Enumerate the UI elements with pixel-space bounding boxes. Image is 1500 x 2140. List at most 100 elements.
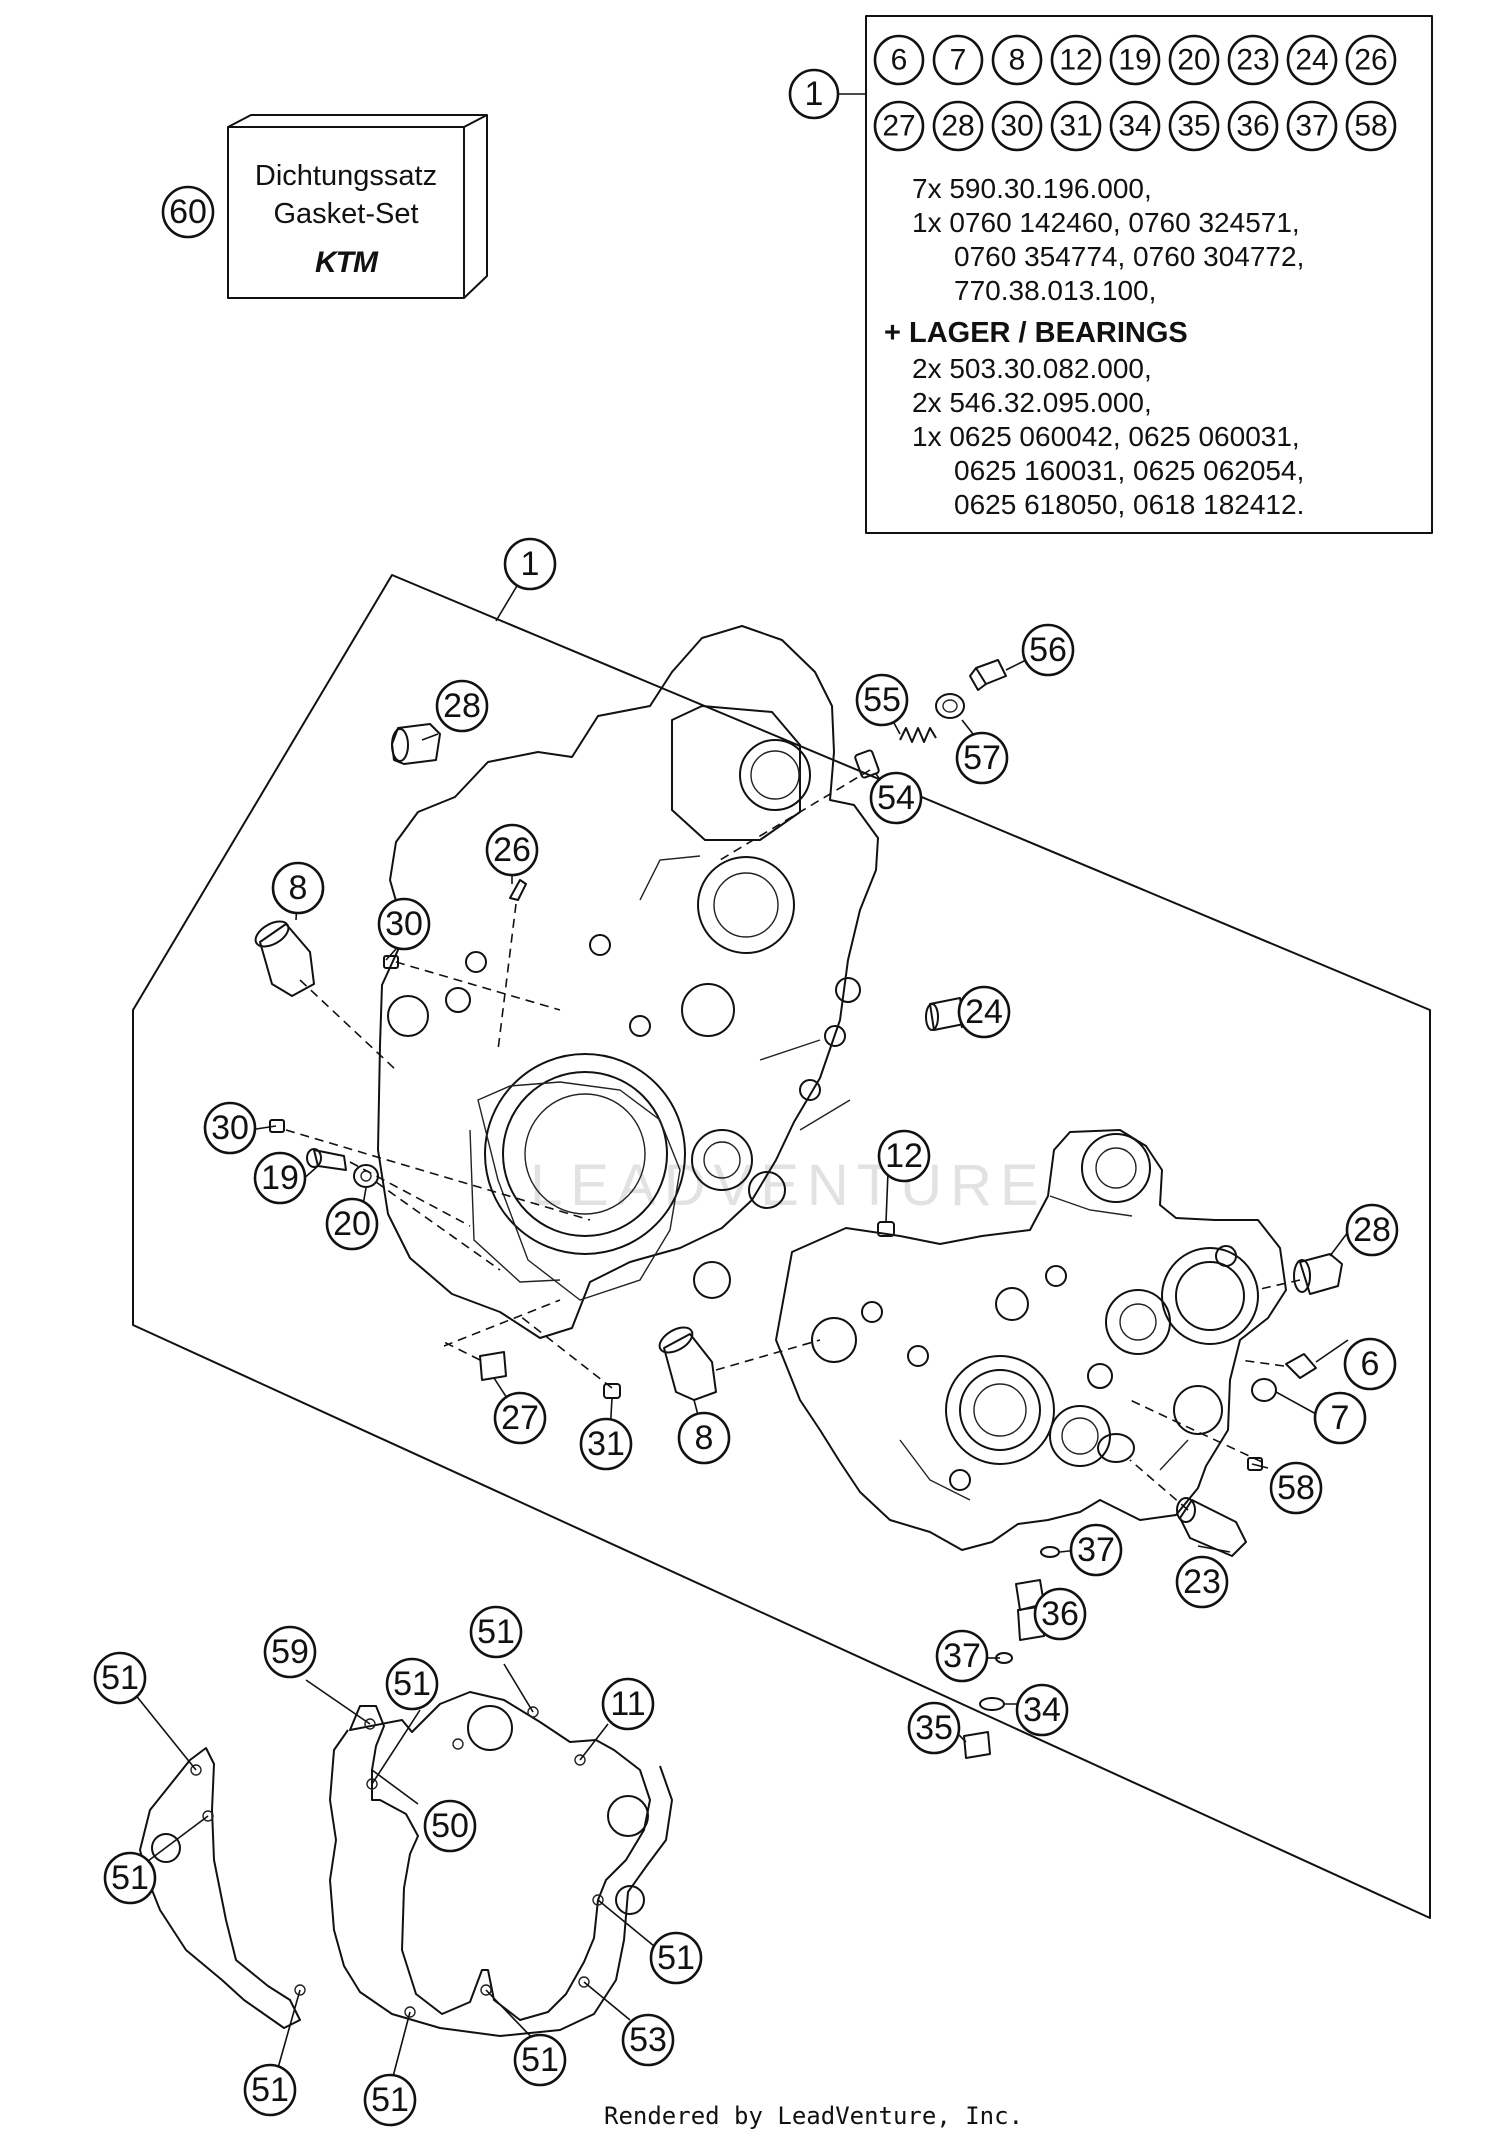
callout-8-7[interactable]: 8: [271, 861, 325, 915]
svg-text:34: 34: [1023, 1691, 1061, 1729]
callout-27-17[interactable]: 27: [493, 1391, 547, 1445]
svg-text:55: 55: [863, 681, 901, 719]
small-parts: [254, 659, 1343, 1759]
gasket-box-line1: Dichtungssatz: [255, 160, 437, 192]
callout-36-23[interactable]: 36: [1033, 1587, 1087, 1641]
left-crankcase-half: [377, 625, 879, 1339]
svg-text:51: 51: [393, 1665, 431, 1703]
svg-text:27: 27: [501, 1399, 539, 1437]
callout-51-37[interactable]: 51: [243, 2063, 297, 2117]
callout-50-32[interactable]: 50: [423, 1799, 477, 1853]
callout-59-28[interactable]: 59: [263, 1625, 317, 1679]
kit-ref-34[interactable]: 34: [1109, 100, 1161, 152]
callout-51-33[interactable]: 51: [103, 1851, 157, 1905]
callout-51-30[interactable]: 51: [469, 1605, 523, 1659]
svg-text:12: 12: [1059, 44, 1092, 77]
svg-text:60: 60: [169, 193, 207, 231]
kit-ref-58[interactable]: 58: [1345, 100, 1397, 152]
svg-text:24: 24: [1295, 44, 1328, 77]
kit-ref-23[interactable]: 23: [1227, 34, 1279, 86]
svg-text:37: 37: [1077, 1531, 1115, 1569]
callout-24-9[interactable]: 24: [957, 985, 1011, 1039]
callout-58-20[interactable]: 58: [1269, 1461, 1323, 1515]
callout-53-35[interactable]: 53: [621, 2013, 675, 2067]
callout-35-26[interactable]: 35: [907, 1701, 961, 1755]
callout-8-19[interactable]: 8: [677, 1411, 731, 1465]
kit-ref-20[interactable]: 20: [1168, 34, 1220, 86]
callout-37-21[interactable]: 37: [1069, 1523, 1123, 1577]
kit-ref-12[interactable]: 12: [1050, 34, 1102, 86]
callout-23-22[interactable]: 23: [1175, 1555, 1229, 1609]
kit-ref-36[interactable]: 36: [1227, 100, 1279, 152]
callout-kit-1[interactable]: 1: [788, 68, 840, 120]
kit-ref-28[interactable]: 28: [932, 100, 984, 152]
svg-text:7: 7: [1331, 1399, 1350, 1437]
svg-text:23: 23: [1183, 1563, 1221, 1601]
kit-ref-31[interactable]: 31: [1050, 100, 1102, 152]
callout-57-4[interactable]: 57: [955, 731, 1009, 785]
callout-51-38[interactable]: 51: [363, 2073, 417, 2127]
callout-28-1[interactable]: 28: [435, 679, 489, 733]
kit-ref-24[interactable]: 24: [1286, 34, 1338, 86]
callout-7-16[interactable]: 7: [1313, 1391, 1367, 1445]
callout-51-27[interactable]: 51: [93, 1651, 147, 1705]
kit-ref-26[interactable]: 26: [1345, 34, 1397, 86]
callout-51-34[interactable]: 51: [649, 1931, 703, 1985]
svg-text:6: 6: [891, 44, 908, 77]
kit-ref-30[interactable]: 30: [991, 100, 1043, 152]
svg-text:12: 12: [885, 1137, 923, 1175]
callout-55-3[interactable]: 55: [855, 673, 909, 727]
svg-text:1: 1: [521, 545, 540, 583]
svg-text:31: 31: [1059, 110, 1092, 143]
svg-text:51: 51: [657, 1939, 695, 1977]
svg-text:7: 7: [950, 44, 967, 77]
callout-20-13[interactable]: 20: [325, 1197, 379, 1251]
callout-51-29[interactable]: 51: [385, 1657, 439, 1711]
svg-text:34: 34: [1118, 110, 1151, 143]
kit-ref-37[interactable]: 37: [1286, 100, 1338, 152]
callout-37-24[interactable]: 37: [935, 1629, 989, 1683]
callout-layer: 28 56 55 57 54 26 8 30 24 30 12 19 20 28 6 7 27 31 8 58 37 23…: [93, 623, 1399, 2127]
svg-text:20: 20: [333, 1205, 371, 1243]
callout-34-25[interactable]: 34: [1015, 1683, 1069, 1737]
kit-ref-8[interactable]: 8: [991, 34, 1043, 86]
gasket-set-box: Dichtungssatz Gasket-Set KTM: [227, 114, 488, 299]
callout-11-31[interactable]: 11: [601, 1677, 655, 1731]
svg-text:30: 30: [211, 1109, 249, 1147]
callout-6-15[interactable]: 6: [1343, 1337, 1397, 1391]
kit-ref-19[interactable]: 19: [1109, 34, 1161, 86]
svg-text:35: 35: [1177, 110, 1210, 143]
left-cover-gasket: [139, 1747, 301, 2029]
callout-51-36[interactable]: 51: [513, 2033, 567, 2087]
callout-30-10[interactable]: 30: [203, 1101, 257, 1155]
svg-text:51: 51: [477, 1613, 515, 1651]
svg-text:51: 51: [521, 2041, 559, 2079]
callout-assembly-1[interactable]: 1: [503, 537, 557, 591]
kit-ref-35[interactable]: 35: [1168, 100, 1220, 152]
kit-ref-7[interactable]: 7: [932, 34, 984, 86]
bottom-leader-lines: [129, 1663, 655, 2089]
bearings-heading: + LAGER / BEARINGS: [884, 317, 1188, 349]
kit-ref-6[interactable]: 6: [873, 34, 925, 86]
callout-54-5[interactable]: 54: [869, 771, 923, 825]
callout-30-8[interactable]: 30: [377, 897, 431, 951]
callout-60[interactable]: 60: [161, 185, 215, 239]
callout-31-18[interactable]: 31: [579, 1417, 633, 1471]
gasket-box-line2: Gasket-Set: [273, 198, 418, 230]
svg-text:51: 51: [251, 2071, 289, 2109]
callout-56-2[interactable]: 56: [1021, 623, 1075, 677]
watermark: LEADVENTURE: [530, 1153, 1047, 1218]
svg-text:51: 51: [111, 1859, 149, 1897]
svg-text:8: 8: [289, 869, 308, 907]
assembly-paths: [285, 769, 1301, 1511]
svg-text:1: 1: [805, 75, 824, 113]
svg-text:28: 28: [941, 110, 974, 143]
callout-26-6[interactable]: 26: [485, 823, 539, 877]
kit-ref-27[interactable]: 27: [873, 100, 925, 152]
svg-text:35: 35: [915, 1709, 953, 1747]
callout-12-11[interactable]: 12: [877, 1129, 931, 1183]
callout-19-12[interactable]: 19: [253, 1151, 307, 1205]
callout-28-14[interactable]: 28: [1345, 1203, 1399, 1257]
